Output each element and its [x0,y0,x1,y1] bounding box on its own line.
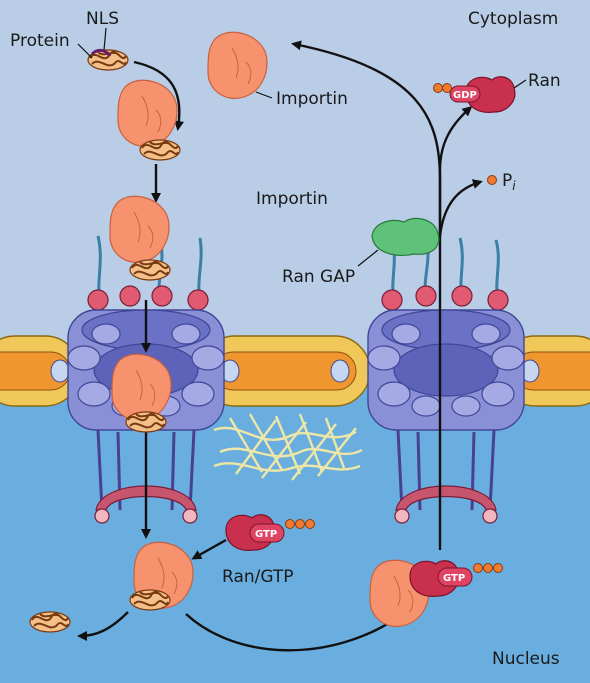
ran-gdp [433,76,527,113]
label-ran-gap: Ran GAP [282,267,355,287]
arrow-pi-release [438,179,483,237]
label-ran-gtp: Ran/GTP [222,567,294,587]
pathway-arrows [77,40,483,652]
badge-gdp: GDP [453,90,477,101]
label-importin-mid: Importin [256,189,328,209]
arrow-protein-release [77,611,129,641]
released-protein [129,589,171,611]
ran-gap [357,217,440,267]
arrow-protein-binds-importin [133,60,185,131]
label-importin-top: Importin [276,89,348,109]
free-protein-nucleus [29,611,71,633]
nuclear-envelope [0,335,590,407]
badge-gtp-left: GTP [255,529,277,540]
label-pi: Pi [502,171,516,193]
phosphate [483,563,493,573]
phosphate [442,83,452,93]
label-protein: Protein [10,31,70,51]
importin-top-pointer [255,91,273,99]
label-nls: NLS [86,9,119,29]
arrow-complex-to-right [185,613,403,652]
arrow-ran-gtp-binds [191,538,227,560]
importin-free-top [207,31,268,99]
phosphate [433,83,443,93]
label-ran: Ran [528,71,561,91]
phosphate [295,519,305,529]
protein-with-nls [77,27,129,71]
label-cytoplasm: Cytoplasm [468,9,558,29]
ran-gtp-left [225,514,315,551]
arrow-ran-gdp-release [438,106,473,236]
importin-ran-gtp-complex [369,559,503,627]
phosphate [285,519,295,529]
nuclear-lamina-mesh [213,413,363,481]
pore-filament-knobs [87,285,509,311]
badge-gtp-right: GTP [443,573,465,584]
phosphate [305,519,315,529]
phosphate [473,563,483,573]
phosphate [493,563,503,573]
label-nucleus: Nucleus [492,649,560,669]
released-phosphate [487,175,497,185]
